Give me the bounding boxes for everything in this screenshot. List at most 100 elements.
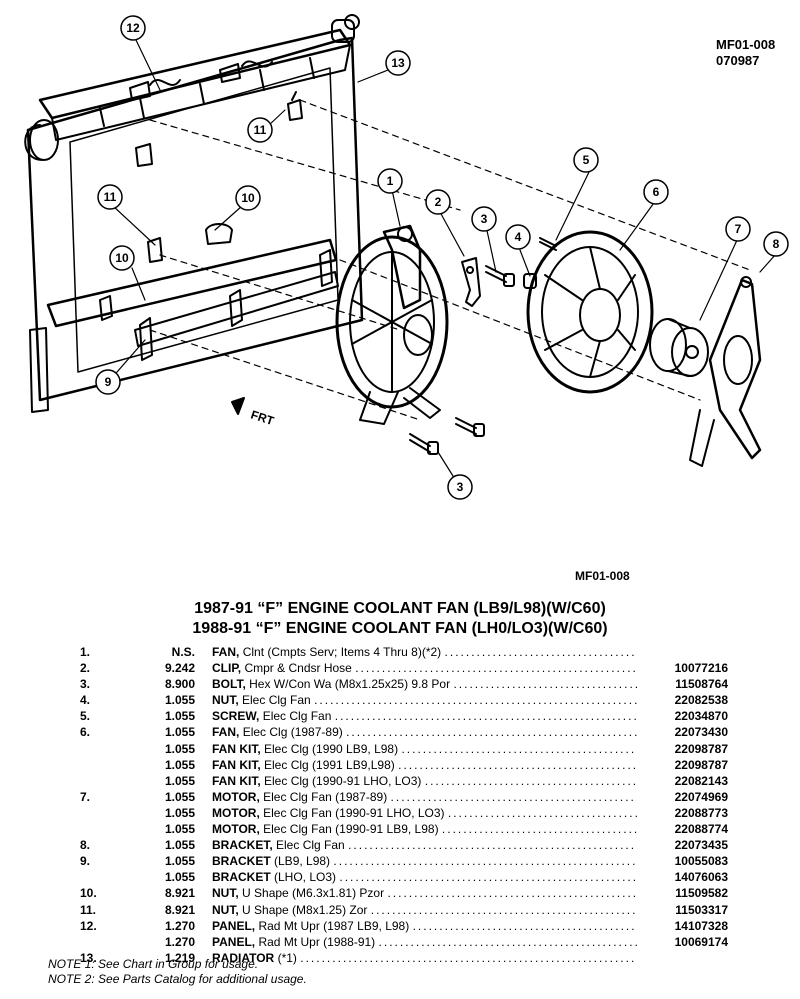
group-code: 1.055 bbox=[164, 789, 195, 804]
callout-6: 6 bbox=[653, 185, 660, 199]
title-line-2: 1988-91 “F” ENGINE COOLANT FAN (LH0/LO3)… bbox=[192, 620, 608, 637]
part-description: FAN KIT, Elec Clg (1990-91 LHO, LO3) ...… bbox=[212, 773, 637, 789]
fan-motor bbox=[649, 318, 709, 377]
upper-panel bbox=[38, 14, 360, 141]
leader-dots: ........................................… bbox=[424, 773, 637, 788]
part-description: PANEL, Rad Mt Upr (1987 LB9, L98) ......… bbox=[212, 918, 637, 934]
part-description: FAN KIT, Elec Clg (1990 LB9, L98) ......… bbox=[212, 741, 637, 757]
part-name: FAN KIT, bbox=[212, 741, 261, 756]
callout-2: 2 bbox=[435, 195, 442, 209]
part-catalog-number: 11509582 bbox=[675, 886, 728, 901]
part-number: 5. bbox=[80, 709, 91, 724]
part-description: FAN, Clnt (Cmpts Serv; Items 4 Thru 8)(*… bbox=[212, 644, 637, 660]
parts-list: 1. N.S. FAN, Clnt (Cmpts Serv; Items 4 Thr… bbox=[40, 644, 760, 966]
part-number: 13. bbox=[80, 950, 97, 965]
callout-10: 10 bbox=[241, 191, 255, 205]
radiator bbox=[24, 36, 364, 413]
callout-4: 4 bbox=[515, 230, 522, 244]
callout-8: 8 bbox=[773, 237, 780, 251]
part-name: MOTOR, bbox=[212, 805, 260, 820]
callout-11: 11 bbox=[254, 123, 267, 137]
hose-clip bbox=[461, 257, 481, 307]
part-description: NUT, U Shape (M6.3x1.81) Pzor ..........… bbox=[212, 885, 637, 901]
u-nuts bbox=[135, 91, 303, 263]
group-code: 1.055 bbox=[164, 741, 195, 756]
part-catalog-number: 14107328 bbox=[674, 918, 728, 933]
part-catalog-number: 22088774 bbox=[674, 822, 728, 837]
alignment-lines bbox=[149, 99, 751, 421]
callout-12: 12 bbox=[126, 21, 140, 35]
part-name: SCREW, bbox=[212, 709, 260, 724]
part-name: BOLT, bbox=[212, 677, 246, 692]
part-catalog-number: 14076063 bbox=[674, 870, 728, 885]
part-row: 1.055 MOTOR, Elec Clg Fan (1990-91 LB9, L… bbox=[40, 821, 760, 837]
part-detail: U Shape (M8x1.25) Zor bbox=[242, 902, 368, 917]
part-detail: Clnt (Cmpts Serv; Items 4 Thru 8)(*2) bbox=[242, 645, 442, 659]
part-number: 1. bbox=[80, 645, 91, 659]
part-description: NUT, U Shape (M8x1.25) Zor .............… bbox=[212, 902, 637, 918]
part-catalog-number: 10077216 bbox=[674, 661, 728, 676]
part-detail: Elec Clg (1990 LB9, L98) bbox=[264, 741, 399, 756]
fan-blade bbox=[526, 230, 654, 394]
leader-dots: ........................................… bbox=[355, 661, 637, 676]
part-detail: Elec Clg Fan bbox=[242, 693, 311, 708]
part-number: 8. bbox=[80, 838, 91, 853]
part-description: CLIP, Cmpr & Cndsr Hose ................… bbox=[212, 660, 637, 676]
part-name: MOTOR, bbox=[212, 789, 260, 804]
group-code: N.S. bbox=[171, 645, 195, 659]
part-description: MOTOR, Elec Clg Fan (1990-91 LB9, L98) .… bbox=[212, 821, 637, 837]
callout-3: 3 bbox=[457, 480, 464, 494]
part-description: NUT, Elec Clg Fan ......................… bbox=[212, 692, 637, 708]
part-name: RADIATOR bbox=[212, 950, 275, 965]
leader-dots: ........................................… bbox=[398, 757, 637, 772]
front-marker-label: FRT bbox=[249, 408, 276, 429]
callout-13: 13 bbox=[391, 56, 405, 70]
callout-10: 10 bbox=[115, 251, 129, 265]
part-detail: (*1) bbox=[277, 950, 297, 965]
group-code: 1.055 bbox=[164, 709, 195, 724]
motor-bracket bbox=[689, 276, 762, 467]
part-name: FAN, bbox=[212, 645, 240, 659]
part-catalog-number: 10055083 bbox=[674, 854, 728, 869]
part-catalog-number: 11508764 bbox=[675, 677, 728, 692]
part-name: PANEL, bbox=[212, 934, 256, 949]
leader-dots: ........................................… bbox=[444, 645, 637, 659]
part-name: NUT, bbox=[212, 693, 239, 708]
group-code: 1.055 bbox=[164, 773, 195, 788]
part-detail: Elec Clg (1987-89) bbox=[242, 725, 343, 740]
part-detail: (LB9, L98) bbox=[274, 854, 331, 869]
leader-dots: ........................................… bbox=[401, 741, 637, 756]
front-arrow-icon bbox=[231, 397, 245, 415]
group-code: 1.055 bbox=[164, 822, 195, 837]
part-detail: Rad Mt Upr (1988-91) bbox=[258, 934, 376, 949]
part-row: 1.055 FAN KIT, Elec Clg (1990 LB9, L98) .… bbox=[40, 741, 760, 757]
part-catalog-number: 10069174 bbox=[674, 934, 728, 949]
leader-dots: ........................................… bbox=[453, 677, 637, 692]
leader-dots: ........................................… bbox=[370, 902, 637, 917]
part-number: 10. bbox=[80, 886, 97, 901]
part-name: PANEL, bbox=[212, 918, 256, 933]
part-row: 1.055 FAN KIT, Elec Clg (1990-91 LHO, LO3… bbox=[40, 773, 760, 789]
exploded-view-diagram: 12 13 11 11 10 10 1 2 3 4 5 6 7 8 9 3 FR… bbox=[24, 14, 789, 500]
callout-9: 9 bbox=[105, 375, 112, 389]
notes: NOTE 1: See Chart in Group for usage. NO… bbox=[48, 957, 648, 987]
part-number: 6. bbox=[80, 725, 91, 740]
part-description: PANEL, Rad Mt Upr (1988-91) ............… bbox=[212, 934, 637, 950]
leader-dots: ........................................… bbox=[333, 854, 637, 869]
part-detail: Elec Clg (1991 LB9,L98) bbox=[264, 757, 395, 772]
leader-dots: ........................................… bbox=[348, 838, 637, 853]
part-number: 9. bbox=[80, 854, 91, 869]
leader-dots: ........................................… bbox=[339, 870, 637, 885]
group-code: 1.270 bbox=[164, 918, 195, 933]
group-code: 9.242 bbox=[164, 661, 195, 676]
callout-7: 7 bbox=[735, 222, 742, 236]
part-detail: Elec Clg (1990-91 LHO, LO3) bbox=[264, 773, 422, 788]
